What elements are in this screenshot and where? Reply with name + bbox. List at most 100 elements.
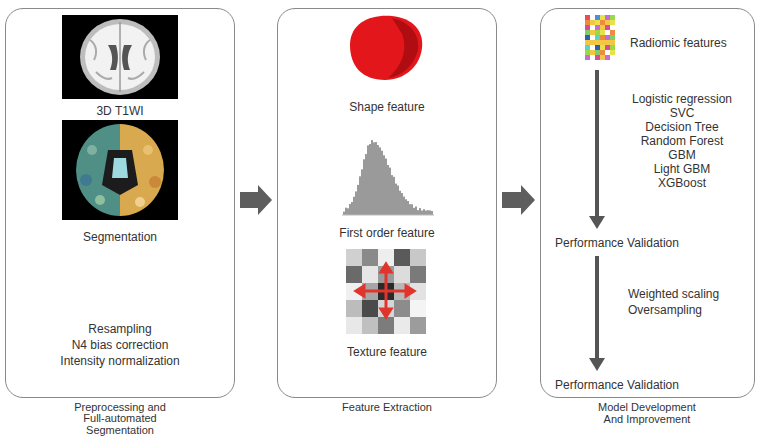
illustration-part [362,266,378,283]
illustration-part [605,45,610,50]
illustration-part [590,15,595,20]
illustration-part [425,211,427,215]
stage-caption: Model Development And Improvement [592,402,702,425]
illustration-part [590,35,595,40]
illustration-part [600,40,605,45]
illustration-part [363,159,365,215]
illustration-part [605,40,610,45]
block-arrow [240,185,272,215]
illustration-part [610,50,615,55]
illustration-part [135,197,145,207]
illustration-part [590,40,595,45]
panel-text: Random Forest [617,134,747,148]
illustration-part [410,249,426,266]
illustration-part [610,30,615,35]
panel-text: Oversampling [628,303,748,317]
panel-text: Performance Validation [542,236,692,250]
illustration-part [401,193,403,215]
illustration-part [600,25,605,30]
illustration-part [359,176,361,215]
illustration-part [585,55,590,60]
illustration-part [610,20,615,25]
illustration-part [605,50,610,55]
illustration-part [585,35,590,40]
illustration-part [399,191,401,215]
flow-arrow [589,70,605,371]
illustration-part [605,30,610,35]
panel-text: Intensity normalization [30,354,210,368]
panel-text: Segmentation [60,230,180,244]
segmentation-image [62,120,178,220]
illustration-part [585,40,590,45]
illustration-part [403,197,405,215]
illustration-part [595,30,600,35]
illustration-part [590,50,595,55]
illustration-part [600,15,605,20]
illustration-part [595,55,600,60]
illustration-part [385,159,387,215]
illustration-part [610,45,615,50]
illustration-part [595,50,600,55]
illustration-part [149,176,161,188]
illustration-part [128,72,144,79]
illustration-part [375,142,377,215]
panel-text: Performance Validation [542,378,692,392]
illustration-part [406,286,414,296]
illustration-part [595,20,600,25]
panel-text: Light GBM [617,162,747,176]
illustration-part [595,15,600,20]
illustration-part [595,40,600,45]
illustration-part [590,20,595,25]
illustration-part [595,35,600,40]
illustration-part [410,317,426,334]
illustration-part [397,186,399,215]
panel-text: N4 bias correction [30,338,210,352]
illustration-part [381,264,391,272]
panel-text: XGBoost [617,176,747,190]
panel-text: Decision Tree [617,120,747,134]
illustration-part [346,249,362,266]
illustration-part [427,210,429,215]
illustration-part [429,210,431,215]
illustration-part [409,204,411,215]
illustration-part [585,30,590,35]
illustration-part [377,145,379,215]
illustration-part [415,206,417,215]
illustration-part [346,266,362,283]
illustration-part [605,20,610,25]
illustration-part [90,40,96,60]
stage-caption: Preprocessing and Full-automated Segment… [65,402,175,437]
illustration-part [343,212,345,215]
illustration-part [346,317,362,334]
illustration-part [80,19,160,95]
illustration-part [362,300,378,317]
illustration-part [394,266,410,283]
illustration-part [62,15,178,99]
panel-text: Logistic regression [617,92,747,106]
illustration-part [351,202,353,215]
panel-text: GBM [617,148,747,162]
illustration-part [62,120,178,220]
shape-blob [350,16,422,80]
illustration-part [595,256,599,362]
illustration-part [353,197,355,215]
illustration-part [585,50,590,55]
illustration-part [389,168,391,215]
illustration-part [108,45,118,70]
illustration-part [605,15,610,20]
illustration-part [362,317,378,334]
illustration-part [589,358,605,371]
block-arrow [502,185,535,215]
illustration-part [96,72,112,79]
illustration-part [394,317,410,334]
panel-text: First order feature [307,226,467,240]
illustration-part [80,174,92,186]
illustration-part [144,40,150,60]
illustration-part [585,20,590,25]
illustration-part [590,25,595,30]
illustration-part [346,300,362,317]
texture-arrows [356,264,414,317]
illustration-part [585,15,590,20]
illustration-part [589,216,605,229]
